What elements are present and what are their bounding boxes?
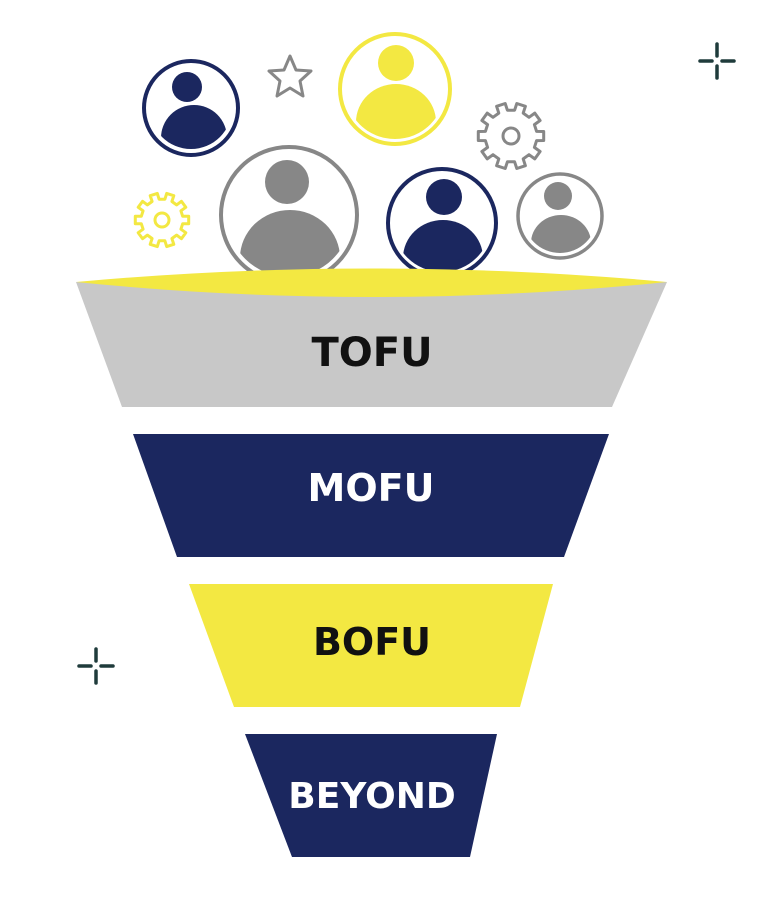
funnel-tier-mofu: MOFU xyxy=(133,434,609,557)
user-avatar-icon xyxy=(142,59,240,157)
funnel: TOFU MOFU BOFU BEYOND xyxy=(76,268,667,857)
bofu-shape xyxy=(189,584,553,707)
sparkle-icon xyxy=(698,42,736,80)
tofu-shape xyxy=(76,282,667,407)
gear-icon xyxy=(476,102,546,170)
user-avatar-icon xyxy=(386,167,498,279)
user-avatar-icon xyxy=(338,32,452,146)
funnel-tier-beyond: BEYOND xyxy=(245,734,497,857)
tier-label-mofu: MOFU xyxy=(308,466,435,510)
tier-label-bofu: BOFU xyxy=(313,620,431,664)
mofu-shape xyxy=(133,434,609,557)
user-avatar-icon xyxy=(516,172,604,260)
tier-label-beyond: BEYOND xyxy=(288,776,455,817)
star-icon xyxy=(267,54,313,98)
funnel-tier-tofu: TOFU xyxy=(76,268,667,407)
beyond-shape xyxy=(245,734,497,857)
gear-icon xyxy=(133,191,191,249)
funnel-tier-bofu: BOFU xyxy=(189,584,553,707)
sparkle-icon xyxy=(77,647,115,685)
tier-label-tofu: TOFU xyxy=(311,330,432,376)
user-avatar-icon xyxy=(219,145,359,285)
funnel-rim xyxy=(76,268,667,297)
